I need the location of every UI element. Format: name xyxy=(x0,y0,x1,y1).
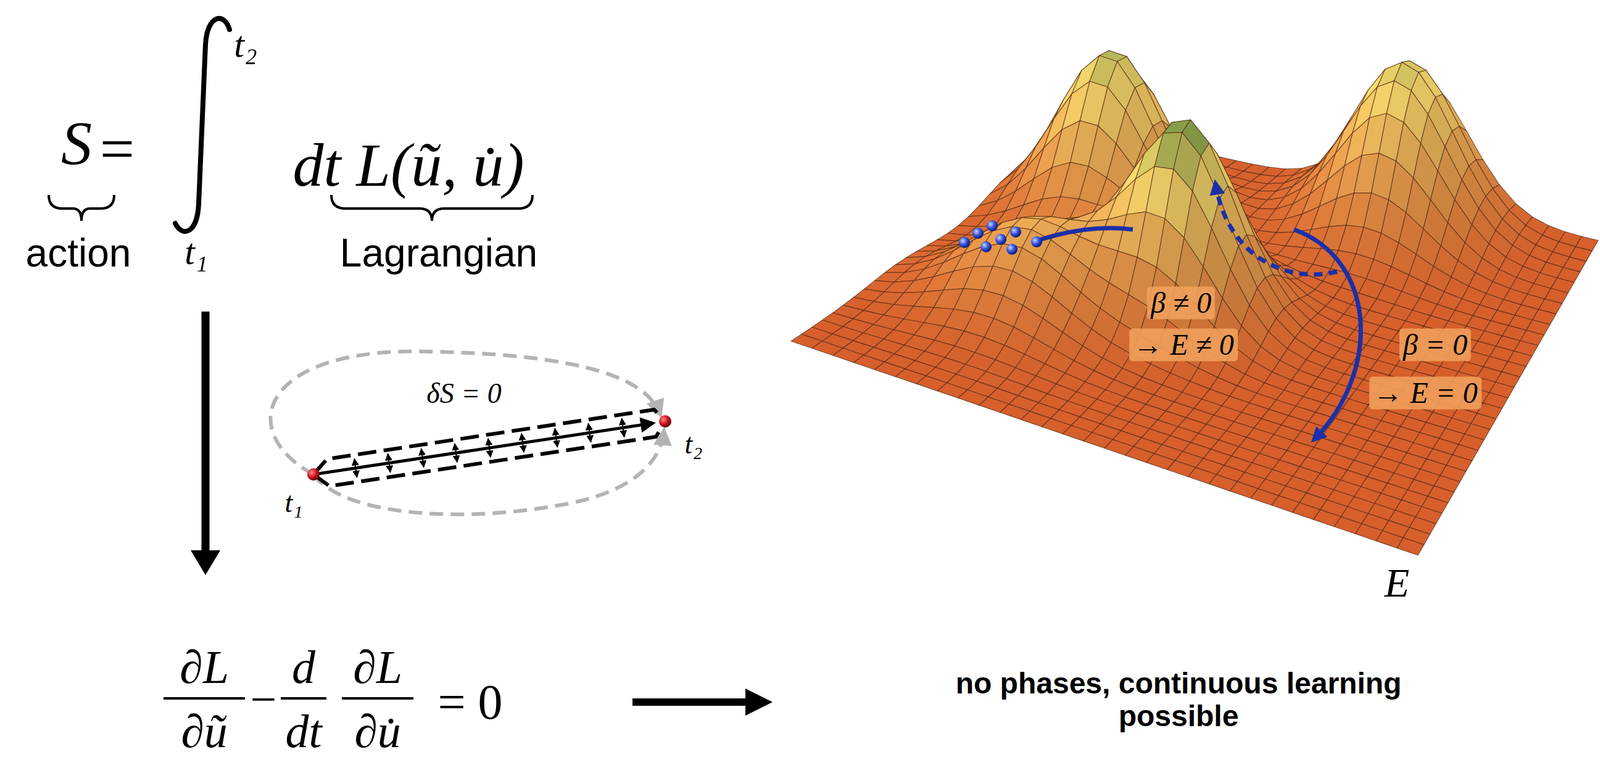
math-symbol: − xyxy=(250,673,278,726)
varied-path xyxy=(270,351,661,475)
fraction-part: ∂u̇ xyxy=(354,705,402,758)
true-path-arrow xyxy=(313,423,653,475)
fraction-bar xyxy=(163,697,245,700)
varied-path xyxy=(313,430,664,515)
right-arrow xyxy=(632,698,750,706)
fraction-part: ∂L xyxy=(352,641,403,694)
fraction-part: dt xyxy=(285,705,322,758)
down-arrow-head xyxy=(190,550,221,576)
variation-envelope xyxy=(313,421,666,487)
fraction-part: d xyxy=(291,641,316,694)
conclusion-text: no phases, continuous learning possible xyxy=(913,667,1444,734)
trajectory-arrow xyxy=(1293,229,1361,440)
math-expression: δS = 0 xyxy=(426,378,502,410)
endpoint-dot xyxy=(659,415,672,428)
surface-mesh-cell xyxy=(1396,538,1425,556)
particle xyxy=(1006,243,1018,255)
annotation: action xyxy=(25,231,132,275)
fraction-bar xyxy=(280,697,327,700)
endpoint-label: t₁ xyxy=(285,487,303,519)
integral-limit: t₂ xyxy=(233,24,258,65)
particle xyxy=(995,233,1007,245)
underbrace xyxy=(48,194,115,221)
endpoint-dot xyxy=(307,468,320,481)
annotation: Lagrangian xyxy=(339,231,538,275)
integral-limit: t₁ xyxy=(184,231,208,273)
particle xyxy=(1031,236,1043,248)
integral-sign xyxy=(175,18,230,232)
condition-label: β = 0 xyxy=(1399,328,1472,362)
math-expression: dt L(ũ, u̇) xyxy=(293,131,525,200)
fraction-part: ∂ũ xyxy=(180,705,228,758)
fraction-part: ∂L xyxy=(179,641,229,694)
variation-envelope xyxy=(313,409,666,475)
fraction-bar xyxy=(341,697,414,700)
right-arrow-head xyxy=(745,688,773,716)
particle xyxy=(958,236,970,249)
endpoint-label: t₂ xyxy=(684,428,703,461)
particle xyxy=(986,220,998,232)
trajectory-arrow-dashed xyxy=(1215,183,1338,275)
down-arrow xyxy=(201,311,210,553)
energy-landscape xyxy=(791,50,1599,556)
condition-label: → E ≠ 0 xyxy=(1129,328,1238,362)
particle xyxy=(980,241,992,253)
math-expression: = 0 xyxy=(437,675,503,730)
math-symbol: = xyxy=(99,115,135,184)
particle-cluster xyxy=(958,220,1043,255)
particle xyxy=(972,227,984,239)
particle xyxy=(1010,226,1022,238)
trajectory-line xyxy=(1040,228,1133,240)
condition-label: β ≠ 0 xyxy=(1147,286,1215,320)
condition-label: → E = 0 xyxy=(1369,377,1482,410)
axis-label: E xyxy=(1384,560,1410,606)
math-symbol: S xyxy=(61,109,92,178)
